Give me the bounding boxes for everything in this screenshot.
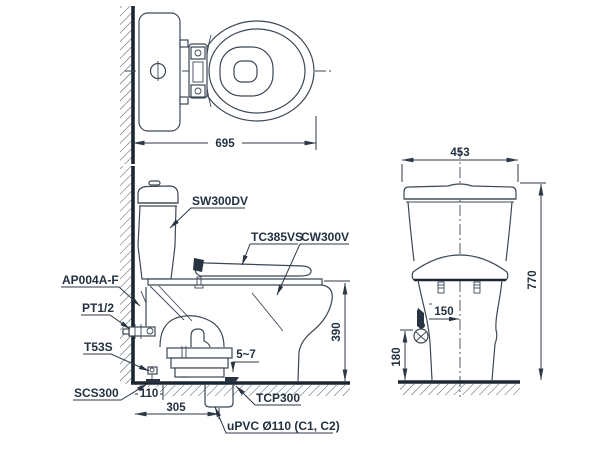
label-supply-thread: PT1/2 <box>81 301 131 330</box>
label-seat-cover: TC385VS <box>241 230 303 266</box>
valve-circle <box>413 328 429 344</box>
label-fill-valve-text: AP004A-F <box>62 273 119 287</box>
label-outlet-collar: TCP300 <box>235 385 301 406</box>
tank-front <box>403 183 517 262</box>
bowl-opening-plan <box>219 46 274 97</box>
side-view: 390 5~7 110 305 SW300DV TC385VS CW300V <box>61 166 350 434</box>
dim-453-text: 453 <box>450 147 469 159</box>
label-stop-valve-text: T53S <box>84 340 113 354</box>
bowl-front-outline <box>297 284 333 382</box>
dim-overall-width: 453 <box>401 147 519 182</box>
seat-hinge-plan <box>188 43 208 99</box>
front-view: 453 770 150 180 <box>391 147 546 397</box>
dim-supply-height: 180 <box>391 329 413 381</box>
label-drain-pipe: uPVC Ø110 (C1, C2) <box>214 406 340 434</box>
dim-390-text: 390 <box>331 322 343 341</box>
wall-hatch <box>120 6 132 164</box>
tank-lid <box>137 185 179 204</box>
leader <box>241 243 298 266</box>
dim-110-text: 110 <box>140 388 159 400</box>
dim-5-7-text: 5~7 <box>236 349 256 361</box>
dim-305-text: 305 <box>166 402 186 414</box>
top-view: 695 <box>120 6 334 164</box>
dim-770-text: 770 <box>527 270 539 289</box>
dim-150-text: 150 <box>434 306 453 318</box>
leader <box>81 314 131 330</box>
bowl-inner-line <box>251 292 284 332</box>
tank-body <box>137 205 177 280</box>
label-fill-valve: AP004A-F <box>61 273 141 307</box>
dim-supply-offset: 150 <box>429 306 459 322</box>
leader <box>276 243 349 296</box>
valve-handle <box>417 308 425 329</box>
leader <box>214 406 333 434</box>
flush-pipe <box>190 328 211 348</box>
dim-695-text: 695 <box>215 138 235 150</box>
label-supply-thread-text: PT1/2 <box>82 301 114 315</box>
tank-bracket-bottom <box>179 96 189 105</box>
dim-flange-gap: 5~7 <box>230 349 259 372</box>
bowl-side <box>149 284 333 382</box>
label-drain-pipe-text: uPVC Ø110 (C1, C2) <box>227 419 340 433</box>
outlet-collar-part <box>225 377 239 383</box>
seat-ring-plan <box>208 28 306 114</box>
bowl-left-outline <box>417 279 433 381</box>
hinge-bolt-top <box>194 49 202 57</box>
dim-180-text: 180 <box>391 347 403 366</box>
leader <box>83 353 150 372</box>
water-supply-assembly <box>122 287 158 381</box>
dim-overall-height: 770 <box>520 182 546 381</box>
trapway-dome <box>159 315 225 348</box>
dim-rough-in: 305 <box>134 402 220 419</box>
tank-side <box>137 180 179 280</box>
bolt-right <box>473 281 481 294</box>
supply-valve-front <box>413 303 432 344</box>
label-outlet-collar-text: TCP300 <box>256 391 300 405</box>
bolt-left <box>437 281 445 294</box>
bowl-rim-side <box>147 278 323 286</box>
tank-side-left <box>407 201 415 262</box>
dim-wall-to-fixing: 110 <box>134 385 164 400</box>
tank-lid-front <box>403 183 517 200</box>
leader <box>61 286 141 307</box>
tank-side-right <box>505 201 513 262</box>
tank-bracket-top <box>179 39 189 48</box>
tank-plan <box>138 12 181 132</box>
label-stop-valve: T53S <box>83 340 150 372</box>
floor-fixing-part <box>146 379 160 383</box>
base-flange <box>166 347 233 359</box>
label-bowl: CW300V <box>276 230 349 296</box>
label-tank-text: SW300DV <box>192 194 248 208</box>
hinge-bolt-bottom <box>194 87 202 95</box>
bowl-rim-front <box>411 254 509 281</box>
seat-cover-side <box>193 258 312 289</box>
label-seat-cover-text: TC385VS <box>251 230 303 244</box>
bowl-right-outline <box>491 279 503 381</box>
water-surface <box>233 60 258 83</box>
dim-overall-depth: 695 <box>132 116 317 150</box>
leader <box>169 207 245 229</box>
label-floor-fixing: SCS300 <box>73 383 148 401</box>
floor-hatch <box>133 385 350 396</box>
label-bowl-text: CW300V <box>301 230 349 244</box>
label-tank: SW300DV <box>169 194 248 229</box>
leader <box>73 383 148 401</box>
seat-bolts-front <box>437 281 481 294</box>
floor-hatch <box>400 384 520 395</box>
dim-rim-height: 390 <box>324 280 350 382</box>
tank-cap <box>148 180 161 186</box>
seat-hinge-side <box>193 258 204 272</box>
label-floor-fixing-text: SCS300 <box>74 386 119 400</box>
wall-hatch <box>120 166 132 384</box>
leader <box>235 385 301 406</box>
